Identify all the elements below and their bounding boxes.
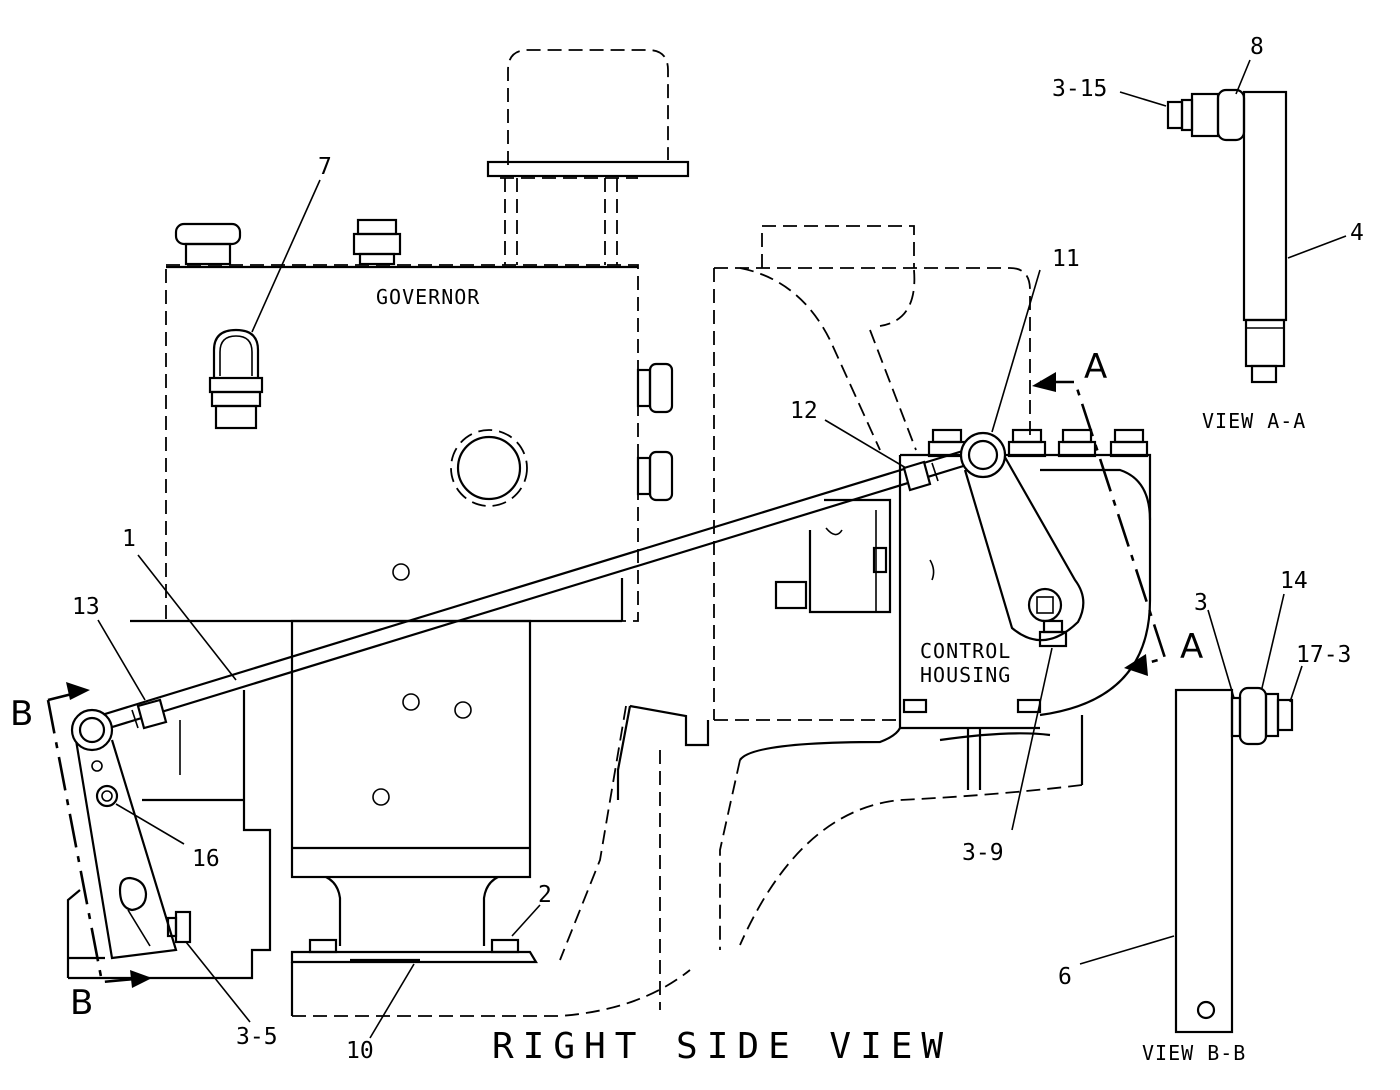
callout-7: 7 — [318, 154, 332, 180]
callout-14: 14 — [1280, 568, 1308, 594]
callout-10: 10 — [346, 1038, 374, 1064]
callout-11: 11 — [1052, 246, 1080, 272]
callout-1: 1 — [122, 526, 136, 552]
page-title: RIGHT SIDE VIEW — [492, 1026, 952, 1067]
callout-16: 16 — [192, 846, 220, 872]
section-marker-b-bottom: B — [70, 983, 93, 1023]
callout-3-9: 3-9 — [962, 840, 1004, 866]
callout-3-15: 3-15 — [1052, 76, 1107, 102]
linkage-rod — [70, 431, 1085, 960]
leader-lines — [97, 59, 1347, 1039]
section-marker-a-bottom: A — [1180, 627, 1203, 667]
section-marker-b-top: B — [10, 694, 33, 734]
callout-4: 4 — [1350, 220, 1364, 246]
callout-8: 8 — [1250, 34, 1264, 60]
control-housing-label-line1: CONTROL — [920, 639, 1011, 663]
control-housing-label-line2: HOUSING — [920, 663, 1011, 687]
callout-6: 6 — [1058, 964, 1072, 990]
callout-3-5: 3-5 — [236, 1024, 278, 1050]
section-marker-a-top: A — [1084, 347, 1107, 387]
callout-3: 3 — [1194, 590, 1208, 616]
callout-13: 13 — [72, 594, 100, 620]
governor-housing — [66, 49, 691, 1017]
callout-2: 2 — [538, 882, 552, 908]
governor-label: GOVERNOR — [376, 285, 480, 309]
section-lines — [46, 372, 1167, 988]
callout-12: 12 — [790, 398, 818, 424]
callout-17-3: 17-3 — [1296, 642, 1351, 668]
view-aa-detail — [1166, 88, 1288, 384]
view-bb-label: VIEW B-B — [1142, 1041, 1246, 1065]
view-bb-detail — [1174, 686, 1294, 1034]
view-aa-label: VIEW A-A — [1202, 409, 1306, 433]
control-housing — [559, 225, 1152, 1010]
